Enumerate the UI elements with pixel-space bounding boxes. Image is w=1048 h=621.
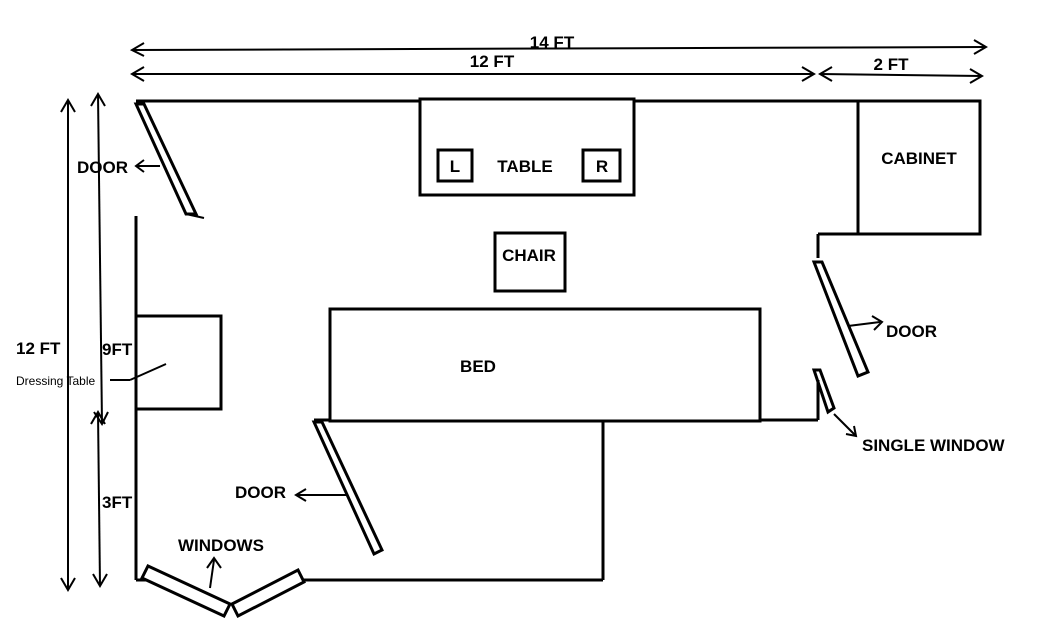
single-window-label: SINGLE WINDOW: [862, 436, 1006, 455]
door-right-label: DOOR: [886, 322, 937, 341]
total-height-dimension: 12 FT: [16, 98, 76, 592]
table: L R TABLE: [418, 97, 636, 197]
cabinet-width-label: 2 FT: [874, 55, 910, 74]
lower-height-dimension: 3FT: [90, 410, 133, 588]
door-bottom: DOOR: [235, 420, 384, 557]
door-top-left-label: DOOR: [77, 158, 128, 177]
single-window: SINGLE WINDOW: [811, 368, 1006, 455]
cabinet-label: CABINET: [881, 149, 957, 168]
windows-label: WINDOWS: [178, 536, 264, 555]
cabinet-width-dimension: 2 FT: [818, 55, 984, 84]
total-width-dimension: 14 FT: [129, 33, 988, 57]
upper-height-label: 9FT: [102, 340, 133, 359]
door-top-left: DOOR: [77, 102, 205, 219]
room-width-label: 12 FT: [470, 52, 515, 71]
table-left-box: [436, 148, 474, 183]
table-left-label: L: [450, 157, 460, 176]
lower-height-label: 3FT: [102, 493, 133, 512]
dressing-table-label: Dressing Table: [16, 374, 95, 388]
bed: BED: [328, 307, 762, 423]
chair: CHAIR: [493, 231, 567, 293]
chair-label: CHAIR: [502, 246, 556, 265]
door-bottom-label: DOOR: [235, 483, 286, 502]
windows-bottom: WINDOWS: [139, 536, 307, 619]
dressing-table: Dressing Table: [16, 314, 223, 411]
table-right-box: [581, 148, 622, 183]
room-width-dimension: 12 FT: [130, 52, 816, 82]
cabinet: CABINET: [856, 99, 982, 236]
door-right: DOOR: [811, 260, 937, 378]
total-height-label: 12 FT: [16, 339, 61, 358]
upper-height-dimension: 9FT: [90, 92, 133, 426]
table-label: TABLE: [497, 157, 552, 176]
table-right-label: R: [596, 157, 608, 176]
bed-label: BED: [460, 357, 496, 376]
total-width-label: 14 FT: [530, 33, 575, 52]
